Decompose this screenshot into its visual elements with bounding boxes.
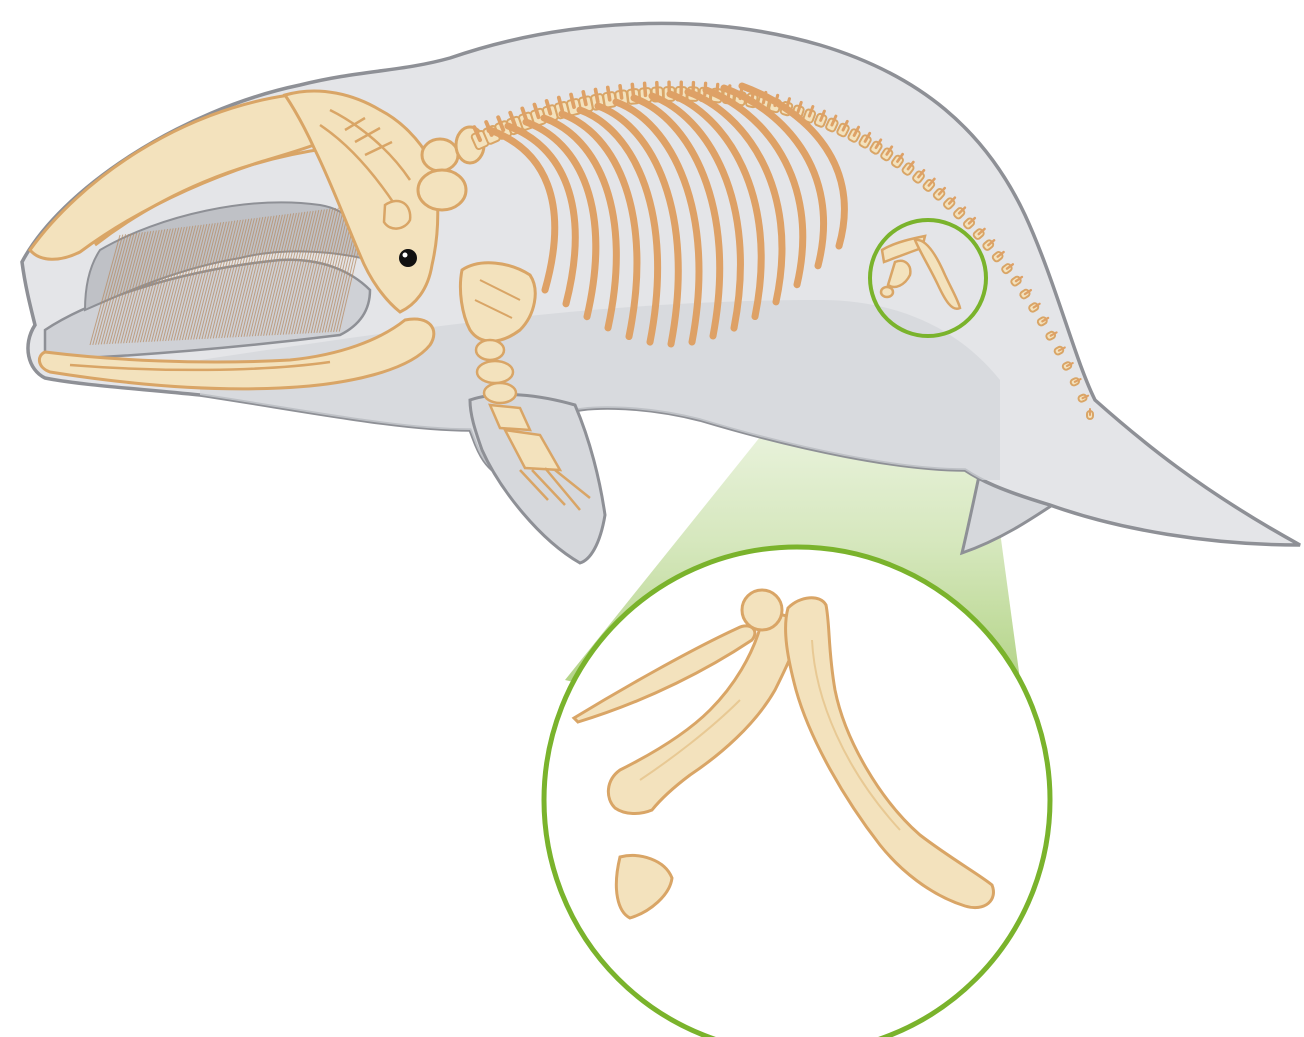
spinous-process [620,86,622,98]
spinous-process [608,87,610,99]
spinous-process [583,92,586,104]
spinous-process [645,83,646,95]
spinous-process [657,83,658,95]
eye [399,249,417,267]
eye-highlight [403,253,408,258]
spinous-process [596,90,598,102]
pectoral-flipper [470,395,605,563]
pelvis-knob [742,590,782,630]
